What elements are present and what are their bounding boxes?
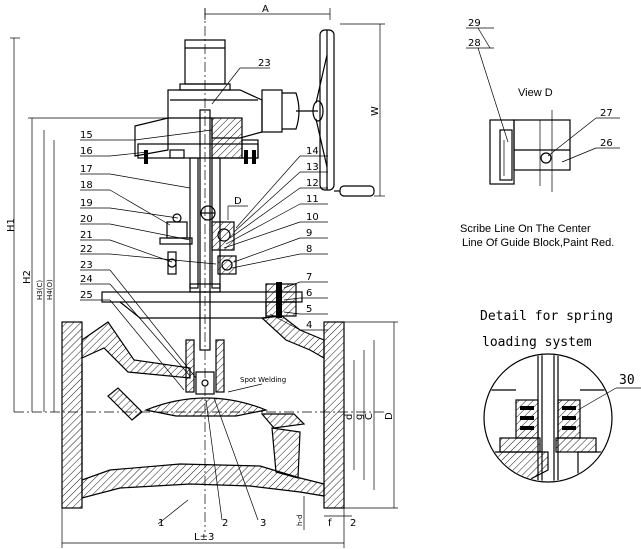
part-2-flange: 2 bbox=[350, 518, 356, 529]
part-17: 17 bbox=[80, 164, 93, 175]
part-11: 11 bbox=[306, 194, 319, 205]
leader-lines-right bbox=[157, 67, 328, 525]
part-19: 19 bbox=[80, 198, 93, 209]
part-18: 18 bbox=[80, 180, 93, 191]
dim-w: W bbox=[370, 106, 381, 116]
bonnet-plate bbox=[101, 282, 303, 319]
dim-h4: H4(O) bbox=[46, 279, 54, 300]
part-15: 15 bbox=[80, 130, 93, 141]
part-20: 20 bbox=[80, 214, 93, 225]
part-8: 8 bbox=[306, 244, 312, 255]
view-d-label-27: 27 bbox=[600, 108, 613, 119]
view-d-label-28: 28 bbox=[468, 38, 481, 49]
part-5: 5 bbox=[306, 304, 312, 315]
spot-welding-note: Spot Welding bbox=[240, 376, 286, 384]
view-d-label-26: 26 bbox=[600, 138, 613, 149]
part-10: 10 bbox=[306, 212, 319, 223]
part-16: 16 bbox=[80, 146, 93, 157]
part-6: 6 bbox=[306, 288, 312, 299]
dim-l: L±3 bbox=[194, 532, 214, 543]
spring-detail: Detail for spring loading system 30 bbox=[480, 309, 641, 483]
dim-h3: H3(C) bbox=[36, 280, 44, 300]
view-d-marker: D bbox=[234, 196, 242, 207]
detail-label-30: 30 bbox=[619, 373, 635, 388]
part-1-bottom: 1 bbox=[158, 518, 164, 529]
part-3-bottom: 3 bbox=[260, 518, 266, 529]
dim-hd: h-d bbox=[296, 515, 304, 526]
part-12: 12 bbox=[306, 178, 319, 189]
leader-lines-left bbox=[80, 129, 217, 391]
view-d: 29 28 View D 27 26 Scribe Line On The Ce… bbox=[460, 18, 620, 249]
dim-d-small: d bbox=[344, 414, 355, 420]
dim-D-large: D bbox=[384, 412, 395, 420]
part-23-left: 23 bbox=[80, 260, 93, 271]
stem-connector bbox=[200, 205, 237, 275]
main-assembly: A H1 H2 H3(C) H4(O) W d g C D L±3 h-d f … bbox=[6, 4, 398, 548]
view-d-caption-2: Line Of Guide Block,Paint Red. bbox=[462, 237, 614, 249]
part-14: 14 bbox=[306, 146, 319, 157]
view-d-title: View D bbox=[518, 87, 553, 99]
detail-title-2: loading system bbox=[482, 335, 592, 350]
limit-switch bbox=[159, 213, 193, 275]
dim-h2: H2 bbox=[22, 270, 33, 284]
gearbox-housing bbox=[167, 89, 318, 139]
yoke-bracket bbox=[134, 117, 259, 289]
part-21: 21 bbox=[80, 230, 93, 241]
part-23-top: 23 bbox=[258, 58, 271, 69]
part-4: 4 bbox=[306, 320, 312, 331]
view-d-caption-1: Scribe Line On The Center bbox=[460, 223, 591, 235]
dim-g: g bbox=[354, 414, 365, 420]
detail-title-1: Detail for spring bbox=[480, 309, 613, 324]
guide-plate bbox=[513, 119, 571, 171]
valve-stem bbox=[199, 109, 211, 351]
part-2-bottom: 2 bbox=[222, 518, 228, 529]
valve-body bbox=[61, 315, 345, 509]
dim-a: A bbox=[262, 4, 269, 15]
dim-h1: H1 bbox=[6, 218, 17, 232]
dimension-lines bbox=[10, 8, 398, 548]
view-d-label-29: 29 bbox=[468, 18, 481, 29]
part-9: 9 bbox=[306, 228, 312, 239]
part-7: 7 bbox=[306, 272, 312, 283]
part-13: 13 bbox=[306, 162, 319, 173]
part-22: 22 bbox=[80, 244, 93, 255]
dim-c: C bbox=[364, 413, 375, 420]
part-24: 24 bbox=[80, 274, 93, 285]
part-25: 25 bbox=[80, 290, 93, 301]
handwheel bbox=[312, 29, 375, 197]
detail-circle bbox=[483, 353, 613, 483]
dim-f: f bbox=[328, 518, 332, 529]
